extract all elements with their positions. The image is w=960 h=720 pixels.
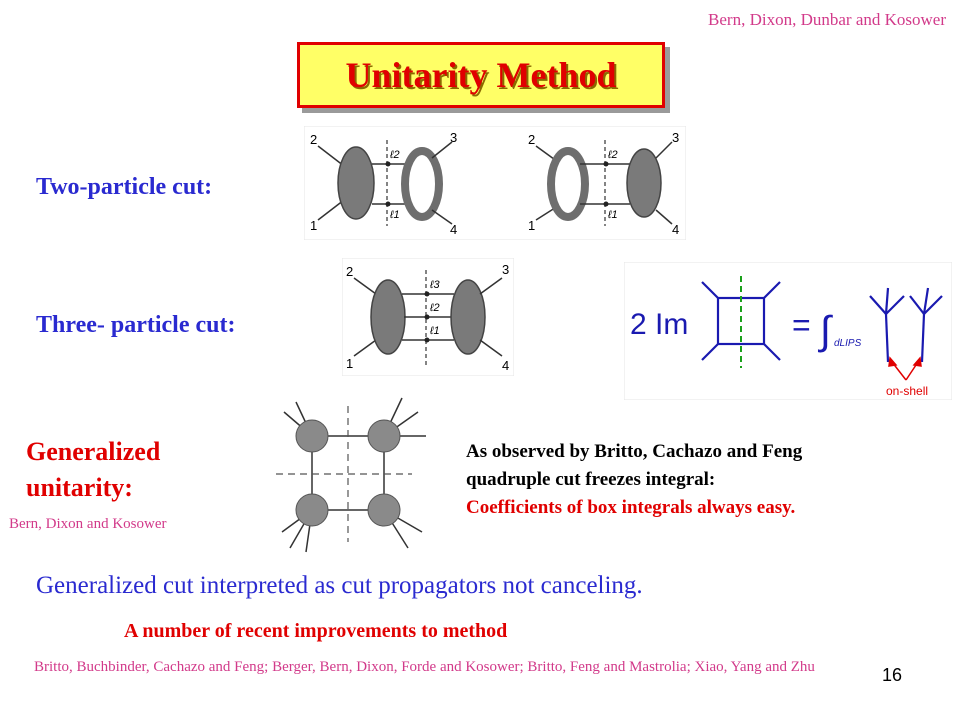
corner-blob: [295, 419, 329, 453]
loop-label-l1: ℓ1: [429, 325, 440, 337]
generalized-unitarity-label: Generalized unitarity:: [26, 434, 160, 506]
three-particle-label: Three- particle cut:: [36, 312, 236, 338]
references-text: Britto, Buchbinder, Cachazo and Feng; Be…: [34, 659, 815, 675]
two-particle-cut-diagram: 2 1 3 4 ℓ2 ℓ1 2 1 3 4 ℓ2 ℓ1: [304, 126, 686, 240]
generalized-credit: Bern, Dixon and Kosower: [9, 516, 167, 532]
leg-label-1: 1: [528, 218, 535, 233]
leg-label-3: 3: [502, 262, 509, 277]
slide-title: Unitarity Method: [345, 55, 617, 95]
leg-label-3: 3: [672, 130, 679, 145]
loop-label-l3: ℓ3: [429, 279, 441, 291]
observation-line1: As observed by Britto, Cachazo and Feng: [466, 441, 803, 462]
two-particle-label: Two-particle cut:: [36, 174, 213, 200]
observation-line2: quadruple cut freezes integral:: [466, 469, 716, 490]
interpretation-text: Generalized cut interpreted as cut propa…: [36, 572, 643, 599]
ring-left: [547, 147, 589, 221]
corner-blob: [367, 493, 401, 527]
improvements-text: A number of recent improvements to metho…: [124, 620, 508, 642]
two-particle-cut-left: 2 1 3 4 ℓ2 ℓ1: [310, 130, 457, 237]
observation-block: As observed by Britto, Cachazo and Feng …: [466, 438, 802, 522]
corner-blob: [367, 419, 401, 453]
observation-line3: Coefficients of box integrals always eas…: [466, 497, 796, 518]
formula-lhs: 2 Im: [630, 308, 688, 341]
leg-label-4: 4: [672, 222, 679, 237]
blob-left: [370, 279, 406, 355]
leg-label-3: 3: [450, 130, 457, 145]
loop-label-l2: ℓ2: [607, 149, 618, 161]
quadruple-cut-diagram: [276, 397, 426, 553]
loop-label-l2: ℓ2: [429, 302, 440, 314]
slide-number: 16: [882, 665, 903, 685]
leg-label-2: 2: [528, 132, 535, 147]
integral-sign: ∫: [818, 309, 834, 353]
integral-subscript: dLIPS: [834, 338, 862, 349]
tree-diagrams: [869, 287, 943, 363]
leg-label-2: 2: [310, 132, 317, 147]
corner-blob: [295, 493, 329, 527]
blob-right: [626, 148, 662, 218]
leg-label-4: 4: [450, 222, 457, 237]
on-shell-arrows: [888, 356, 922, 381]
on-shell-annotation: on-shell: [886, 384, 928, 398]
three-particle-cut-diagram: 2 1 3 4 ℓ3 ℓ2 ℓ1: [342, 258, 514, 376]
loop-label-l2: ℓ2: [389, 149, 400, 161]
ring-right: [401, 147, 443, 221]
loop-label-l1: ℓ1: [389, 209, 400, 221]
imaginary-part-formula: 2 Im = ∫ dLIPS on-shell: [624, 262, 952, 400]
blob-right: [450, 279, 486, 355]
generalized-label-line1: Generalized: [26, 437, 161, 466]
two-particle-cut-right: 2 1 3 4 ℓ2 ℓ1: [528, 130, 679, 237]
leg-label-1: 1: [346, 356, 353, 371]
generalized-label-line2: unitarity:: [26, 473, 133, 502]
title-box: Unitarity Method: [297, 42, 665, 108]
leg-label-2: 2: [346, 264, 353, 279]
loop-label-l1: ℓ1: [607, 209, 618, 221]
formula-equals: =: [792, 307, 811, 343]
blob-left: [337, 146, 375, 220]
credit-top: Bern, Dixon, Dunbar and Kosower: [708, 10, 946, 29]
leg-label-1: 1: [310, 218, 317, 233]
leg-label-4: 4: [502, 358, 509, 373]
